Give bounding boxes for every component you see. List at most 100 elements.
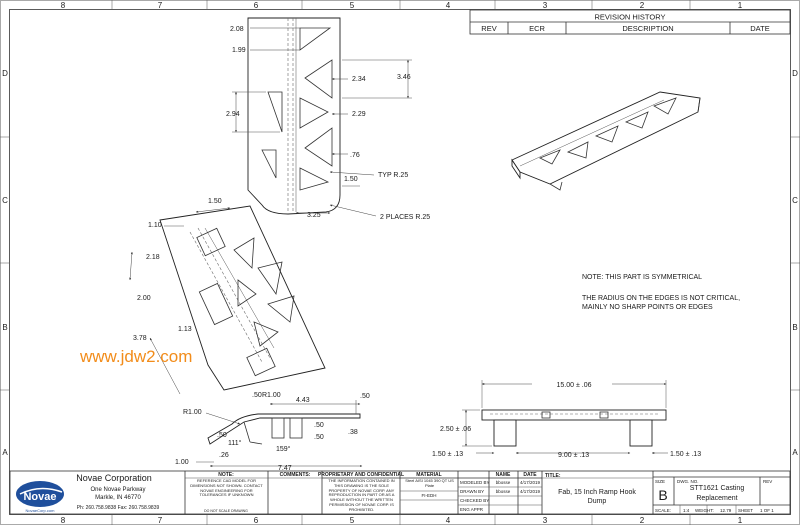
dim-top-3-46: 3.46 bbox=[397, 74, 411, 81]
comments-label: COMMENTS: bbox=[280, 472, 311, 478]
note-line-1: NOTE: THIS PART IS SYMMETRICAL bbox=[582, 274, 702, 281]
zone-row-left: A bbox=[2, 448, 8, 457]
zone-row-labels: D C B A D C B A bbox=[2, 69, 798, 457]
zone-col-top: 6 bbox=[254, 1, 259, 10]
dim-top-0-76: .76 bbox=[350, 152, 360, 159]
title-label: TITLE: bbox=[545, 473, 561, 479]
dim-side-0-50-low: .50 bbox=[314, 434, 324, 441]
dim-top-2-29: 2.29 bbox=[352, 111, 366, 118]
dwg-no-label: DWG. NO. bbox=[677, 479, 699, 484]
zone-col-bottom: 5 bbox=[350, 516, 355, 525]
weight-value: 12.79 bbox=[720, 508, 732, 513]
zone-col-bottom: 1 bbox=[738, 516, 743, 525]
zone-row-left: D bbox=[2, 69, 8, 78]
zone-row-left: B bbox=[2, 323, 7, 332]
dim-top-3-25: 3.25 bbox=[307, 212, 321, 219]
dim-side-0-38: .38 bbox=[348, 429, 358, 436]
note-text-box: REFERENCE CAD MODEL FOR DIMENSIONS NOT S… bbox=[190, 479, 263, 498]
finish-value: FI-EDH bbox=[422, 493, 437, 498]
revision-table: REVISION HISTORY REV ECR DESCRIPTION DAT… bbox=[469, 9, 791, 35]
row-label: CHECKED BY bbox=[460, 498, 489, 503]
dim-side-4-43: 4.43 bbox=[296, 397, 310, 404]
company-address-2: Markle, IN 46770 bbox=[95, 495, 141, 501]
note-line-2: THE RADIUS ON THE EDGES IS NOT CRITICAL, bbox=[582, 295, 740, 302]
zone-col-top: 4 bbox=[446, 1, 451, 10]
dim-rot-1-10: 1.10 bbox=[148, 222, 162, 229]
novae-logo: Novae NovaeCorp.com bbox=[16, 481, 64, 513]
sheet-value: 1 OF 1 bbox=[760, 508, 774, 513]
date-header: DATE bbox=[523, 472, 537, 478]
revision-title: REVISION HISTORY bbox=[595, 13, 666, 22]
row-name: bbosse bbox=[496, 480, 511, 485]
zone-col-bottom: 7 bbox=[158, 516, 163, 525]
zone-col-bottom: 6 bbox=[254, 516, 259, 525]
zone-col-top: 8 bbox=[61, 1, 66, 10]
dim-top-1-99: 1.99 bbox=[232, 47, 246, 54]
revision-header-description: DESCRIPTION bbox=[622, 24, 673, 33]
notes: NOTE: THIS PART IS SYMMETRICAL THE RADIU… bbox=[582, 274, 740, 311]
proprietary-text: THE INFORMATION CONTAINED IN THIS DRAWIN… bbox=[328, 479, 395, 512]
zone-column-labels: 8 7 6 5 4 3 2 1 8 7 6 5 4 3 2 1 bbox=[61, 1, 743, 525]
material-label: MATERIAL bbox=[416, 472, 441, 478]
proprietary-label: PROPRIETARY AND CONFIDENTIAL bbox=[318, 472, 404, 478]
zone-col-bottom: 4 bbox=[446, 516, 451, 525]
zone-col-bottom: 2 bbox=[640, 516, 645, 525]
logo-text: Novae bbox=[23, 491, 56, 503]
zone-row-right: D bbox=[792, 69, 798, 78]
drawing-title-line-1: Fab, 15 Inch Ramp Hook bbox=[558, 489, 636, 496]
dim-rot-1-13: 1.13 bbox=[178, 326, 192, 333]
zone-row-right: A bbox=[792, 448, 798, 457]
dim-top-2-08: 2.08 bbox=[230, 26, 244, 33]
dim-side-0-50-left: .50 bbox=[217, 432, 227, 439]
zone-row-left: C bbox=[2, 196, 8, 205]
zone-col-top: 2 bbox=[640, 1, 645, 10]
zone-col-top: 7 bbox=[158, 1, 163, 10]
scale-label: SCALE: bbox=[655, 508, 671, 513]
zone-col-bottom: 8 bbox=[61, 516, 66, 525]
name-header: NAME bbox=[496, 472, 511, 478]
dim-top-2-places-r25: 2 PLACES R.25 bbox=[380, 214, 430, 221]
dim-side-1-00: 1.00 bbox=[175, 459, 189, 466]
zone-row-right: C bbox=[792, 196, 798, 205]
revision-header-rev: REV bbox=[481, 24, 496, 33]
zone-col-top: 3 bbox=[543, 1, 548, 10]
material-value: Steel AISI 1045 390 QT US Plate bbox=[405, 479, 454, 488]
revision-header-ecr: ECR bbox=[529, 24, 545, 33]
note-line-3: MAINLY NO SHARP POINTS OR EDGES bbox=[582, 304, 713, 311]
size-value: B bbox=[658, 487, 667, 503]
dim-rot-2-00: 2.00 bbox=[137, 295, 151, 302]
title-block: Novae NovaeCorp.com Novae Corporation On… bbox=[9, 470, 791, 515]
note-text: REFERENCE CAD MODEL FOR DIMENSIONS NOT S… bbox=[190, 479, 263, 498]
row-label: DRAWN BY bbox=[460, 489, 484, 494]
dim-top-1-50: 1.50 bbox=[344, 176, 358, 183]
proprietary-text-box: THE INFORMATION CONTAINED IN THIS DRAWIN… bbox=[328, 479, 395, 512]
scale-value: 1:4 bbox=[683, 508, 690, 513]
dim-side-0-26: .26 bbox=[219, 452, 229, 459]
sheet-label: SHEET bbox=[738, 508, 753, 513]
dim-top-2-34: 2.34 bbox=[352, 76, 366, 83]
dwg-no-line-2: Replacement bbox=[696, 495, 737, 502]
zone-row-right: B bbox=[792, 323, 797, 332]
dim-rot-2-18: 2.18 bbox=[146, 254, 160, 261]
row-date: 4/17/2019 bbox=[520, 480, 541, 485]
zone-col-top: 5 bbox=[350, 1, 355, 10]
material-value-box: Steel AISI 1045 390 QT US Plate bbox=[405, 479, 454, 488]
zone-col-bottom: 3 bbox=[543, 516, 548, 525]
watermark: www.jdw2.com bbox=[79, 347, 192, 366]
company-name: Novae Corporation bbox=[76, 473, 152, 483]
dim-side-159deg: 159° bbox=[276, 445, 291, 453]
revision-header-date: DATE bbox=[750, 24, 769, 33]
dim-front-1-50-right: 1.50 ± .13 bbox=[670, 451, 701, 458]
dim-rot-1-50: 1.50 bbox=[208, 198, 222, 205]
zone-col-top: 1 bbox=[738, 1, 743, 10]
dim-front-2-50: 2.50 ± .06 bbox=[440, 426, 471, 433]
dim-top-typ-r25: TYP R.25 bbox=[378, 172, 408, 179]
weight-label: WEIGHT: bbox=[695, 508, 714, 513]
dim-side-0-50-right: .50 bbox=[360, 393, 370, 400]
row-label: MODELED BY bbox=[460, 480, 490, 485]
dim-side-111deg: 111° bbox=[228, 439, 242, 447]
size-label: SIZE bbox=[655, 479, 665, 484]
row-name: bbosse bbox=[496, 489, 511, 494]
